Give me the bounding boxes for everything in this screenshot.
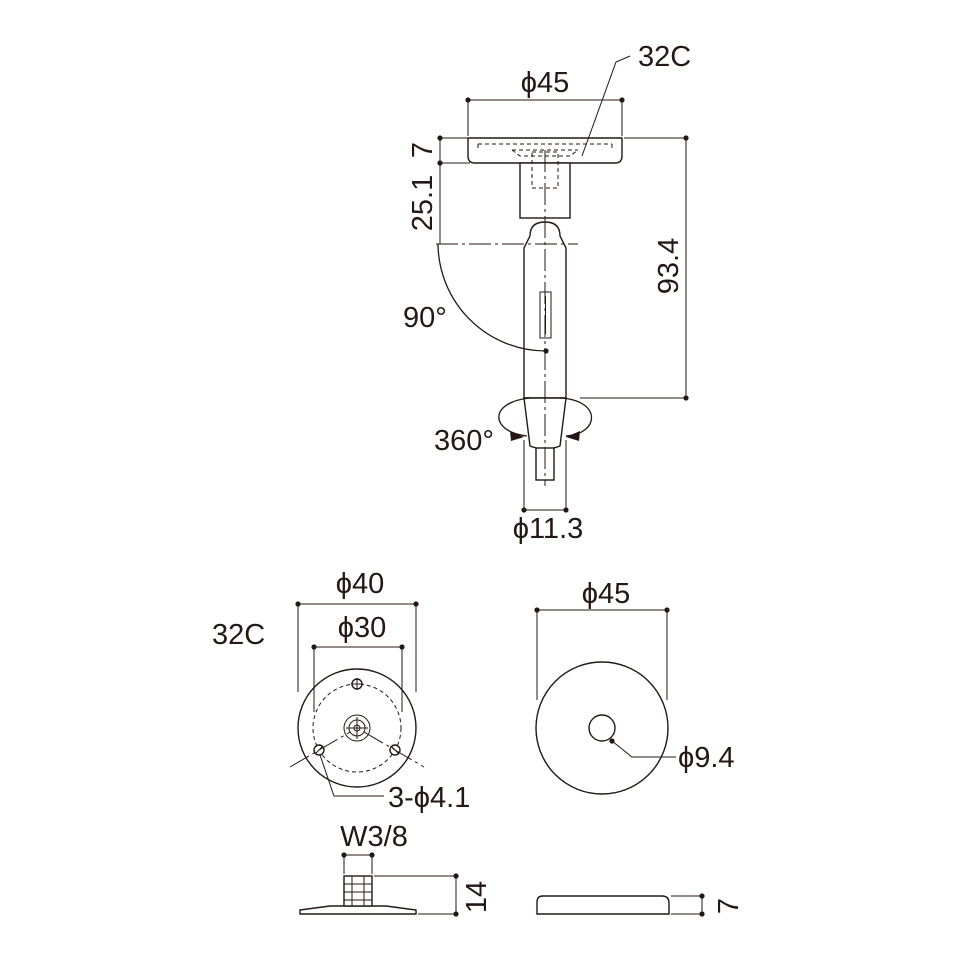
- dim-shaft-diameter: ϕ11.3: [513, 513, 584, 545]
- dim-cap-thickness: 7: [713, 898, 745, 914]
- dim-rotation: 360°: [434, 425, 494, 457]
- dim-thread: W3/8: [340, 821, 408, 853]
- dim-dot: [311, 644, 317, 650]
- dim-dot: [413, 601, 419, 607]
- dim-cap-outer: ϕ45: [582, 578, 631, 610]
- dim-dot: [465, 97, 471, 103]
- dim-base-outer: ϕ40: [336, 568, 385, 600]
- dim-dot: [619, 97, 625, 103]
- dim-dot: [563, 507, 569, 513]
- dim-dot: [699, 911, 705, 917]
- dim-dot: [664, 607, 670, 613]
- dim-dot: [437, 160, 443, 166]
- dim-dot: [683, 395, 689, 401]
- dim-dot: [341, 852, 347, 858]
- dim-dot: [295, 601, 301, 607]
- dim-dot: [453, 911, 459, 917]
- dim-dot: [453, 873, 459, 879]
- dim-dot: [609, 738, 615, 744]
- hole-center-line: [363, 731, 425, 768]
- dim-dot: [399, 644, 405, 650]
- dim-dot: [437, 135, 443, 141]
- base-part-code: 32C: [212, 619, 265, 651]
- cap-top-view: ϕ45 ϕ9.4: [534, 578, 735, 795]
- screw-hole-top: [351, 678, 363, 690]
- dim-dot: [521, 507, 527, 513]
- dim-top-diameter: ϕ45: [521, 67, 570, 99]
- dim-plate-thickness: 7: [407, 142, 439, 158]
- top-plate-hidden-recess: [477, 143, 613, 157]
- hole-center-line: [289, 731, 351, 768]
- base-stud: [343, 875, 373, 907]
- base-pitch-circle: [312, 683, 402, 773]
- cap-profile: [536, 895, 670, 915]
- dim-base-pitch: ϕ30: [338, 612, 387, 644]
- neck-hidden-thread: [531, 151, 559, 189]
- dim-tilt-angle: 90°: [403, 302, 447, 334]
- dim-dot: [683, 135, 689, 141]
- base-side-view: W3/8 14: [299, 821, 493, 917]
- dim-dot: [369, 852, 375, 858]
- side-part-code: 32C: [638, 41, 691, 73]
- dim-total-height: 93.4: [653, 238, 685, 294]
- tilt-arc-end: [543, 348, 549, 354]
- holes-leader: [319, 754, 384, 797]
- base-flange: [299, 905, 417, 915]
- dim-dot: [699, 893, 705, 899]
- cap-hole: [588, 714, 616, 742]
- dim-neck-height: 25.1: [407, 175, 439, 231]
- cap-hole-leader: [611, 740, 676, 758]
- dim-cap-hole: ϕ9.4: [678, 742, 735, 774]
- base-hub-outer: [343, 714, 371, 742]
- rotation-arrow-right: [566, 431, 580, 441]
- tilt-arc: [437, 243, 547, 352]
- part-code-leader: [581, 55, 631, 157]
- dim-base-height: 14: [461, 881, 493, 913]
- side-view-assembly: ϕ45 32C 7 25.1 93.4 90° 360° ϕ11.3: [403, 41, 691, 545]
- cap-side-view: 7: [536, 893, 745, 917]
- base-top-view: 32C ϕ40: [212, 568, 470, 814]
- dim-dot: [534, 607, 540, 613]
- rotation-arrow-left: [510, 431, 524, 441]
- dim-base-holes: 3-ϕ4.1: [388, 782, 470, 814]
